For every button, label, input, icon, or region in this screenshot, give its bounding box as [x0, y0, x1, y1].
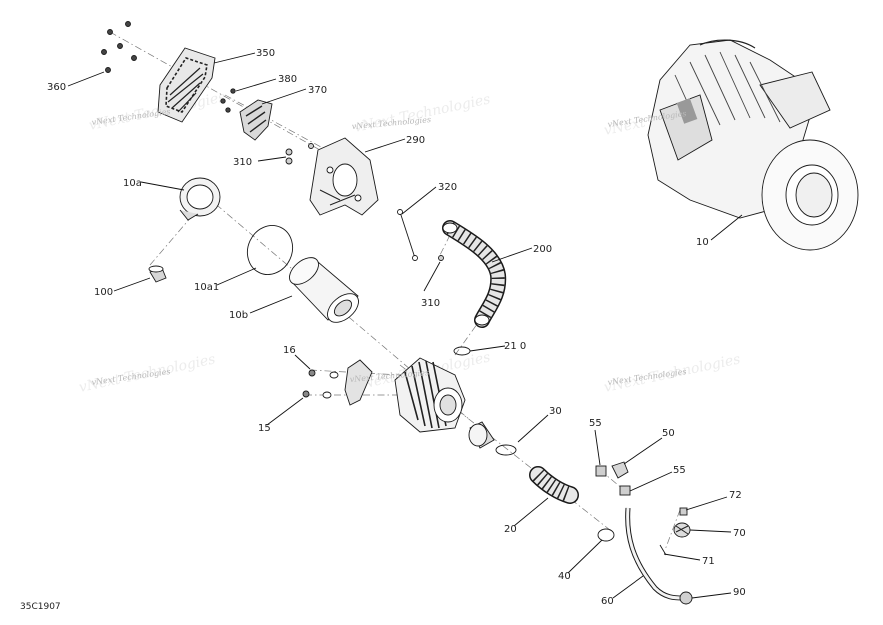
watermark-labels: vNext Technologies vNext Technologies vN…: [91, 107, 687, 387]
leader-lines: [67, 52, 743, 599]
part-71-screw: [659, 544, 667, 556]
part-320-rod: [397, 209, 418, 261]
part-55-fitting-a: [595, 465, 607, 477]
callout-360: 360: [47, 82, 66, 93]
callout-100: 100: [94, 287, 113, 298]
part-55-fitting-b: [619, 485, 631, 496]
part-380-screw: [220, 88, 236, 113]
part-10a1-gasket: [246, 225, 294, 275]
part-290-mounting-plate: [309, 137, 379, 216]
callout-10b: 10b: [229, 310, 248, 321]
part-50-elbow-fitting: [611, 461, 629, 479]
part-370-bracket: [239, 99, 273, 141]
callout-10a: 10a: [123, 178, 142, 189]
diagram-code: 35C1907: [20, 602, 61, 612]
part-30-coupler: [468, 421, 517, 456]
part-70-sensor: [673, 522, 691, 538]
callout-10a1: 10a1: [194, 282, 219, 293]
callout-50: 50: [662, 428, 675, 439]
part-10-airbox-assembly: [647, 39, 859, 251]
callout-55-lower: 55: [673, 465, 686, 476]
part-16-washers: [308, 369, 339, 379]
callout-380: 380: [278, 74, 297, 85]
callout-200: 200: [533, 244, 552, 255]
callout-15: 15: [258, 423, 271, 434]
part-15-screws: [302, 390, 332, 399]
callout-40: 40: [558, 571, 571, 582]
part-360-screws: [101, 21, 137, 73]
callout-labels: 350 360 380 370 290 310 320 200 310 21 0…: [47, 48, 746, 607]
part-310-nuts-upper: [285, 143, 314, 165]
callout-70: 70: [733, 528, 746, 539]
callout-310-lower: 310: [421, 298, 440, 309]
callout-320: 320: [438, 182, 457, 193]
part-350-grille-cover: [157, 47, 216, 123]
callout-72: 72: [729, 490, 742, 501]
callout-370: 370: [308, 85, 327, 96]
callout-55-upper: 55: [589, 418, 602, 429]
callout-71: 71: [702, 556, 715, 567]
callout-310-upper: 310: [233, 157, 252, 168]
part-filter-housing: [344, 357, 466, 433]
part-10b-filter-cartridge: [289, 257, 359, 323]
part-20-elbow-hose: [529, 466, 579, 504]
part-90-end-clamp: [679, 591, 693, 605]
part-100-valve: [148, 265, 167, 283]
callout-10: 10: [696, 237, 709, 248]
callout-350: 350: [256, 48, 275, 59]
callout-16: 16: [283, 345, 296, 356]
part-210-oring: [453, 346, 471, 356]
part-310-screw-lower: [438, 255, 444, 261]
callout-290: 290: [406, 135, 425, 146]
part-72-cap: [679, 507, 688, 516]
callout-30: 30: [549, 406, 562, 417]
part-200-hose: [442, 220, 507, 328]
part-60-drain-tube: [625, 507, 684, 601]
callout-210: 21 0: [504, 341, 526, 352]
callout-20: 20: [504, 524, 517, 535]
part-40-clamp: [597, 528, 615, 542]
watermark-bg: vNext Technologies: [353, 91, 492, 136]
callout-90: 90: [733, 587, 746, 598]
part-10a-clamp-ring: [179, 177, 221, 221]
callout-60: 60: [601, 596, 614, 607]
